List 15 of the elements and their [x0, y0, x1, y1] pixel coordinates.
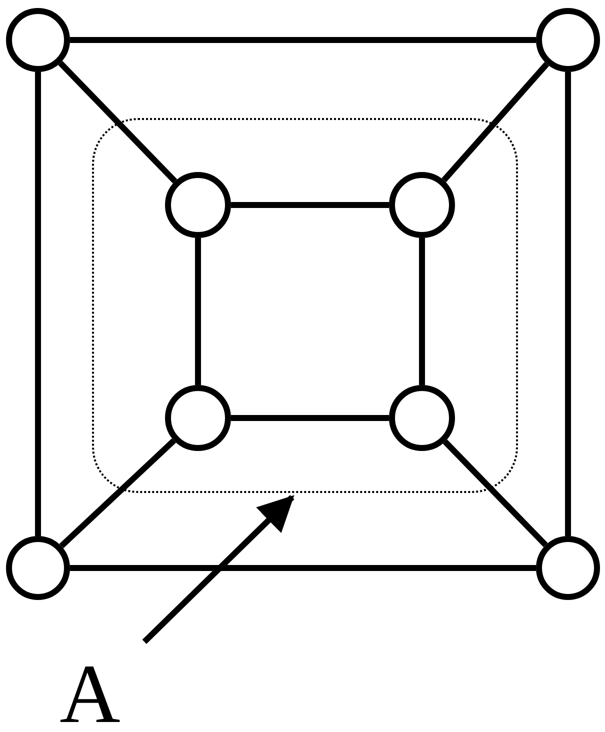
dotted-region [92, 118, 518, 493]
connector-line [59, 438, 176, 548]
connector-line [70, 37, 536, 43]
connector-line [442, 440, 548, 548]
label-text: A [60, 653, 120, 732]
arrow [142, 495, 294, 644]
connector-line [231, 415, 389, 421]
connector-line [419, 238, 425, 385]
connector-line [231, 202, 389, 208]
connector-line [442, 62, 550, 182]
connector-line [58, 60, 178, 184]
connector-line [35, 72, 41, 536]
connector-line [565, 72, 571, 536]
connector-line [195, 238, 201, 385]
connector-line [70, 565, 536, 571]
